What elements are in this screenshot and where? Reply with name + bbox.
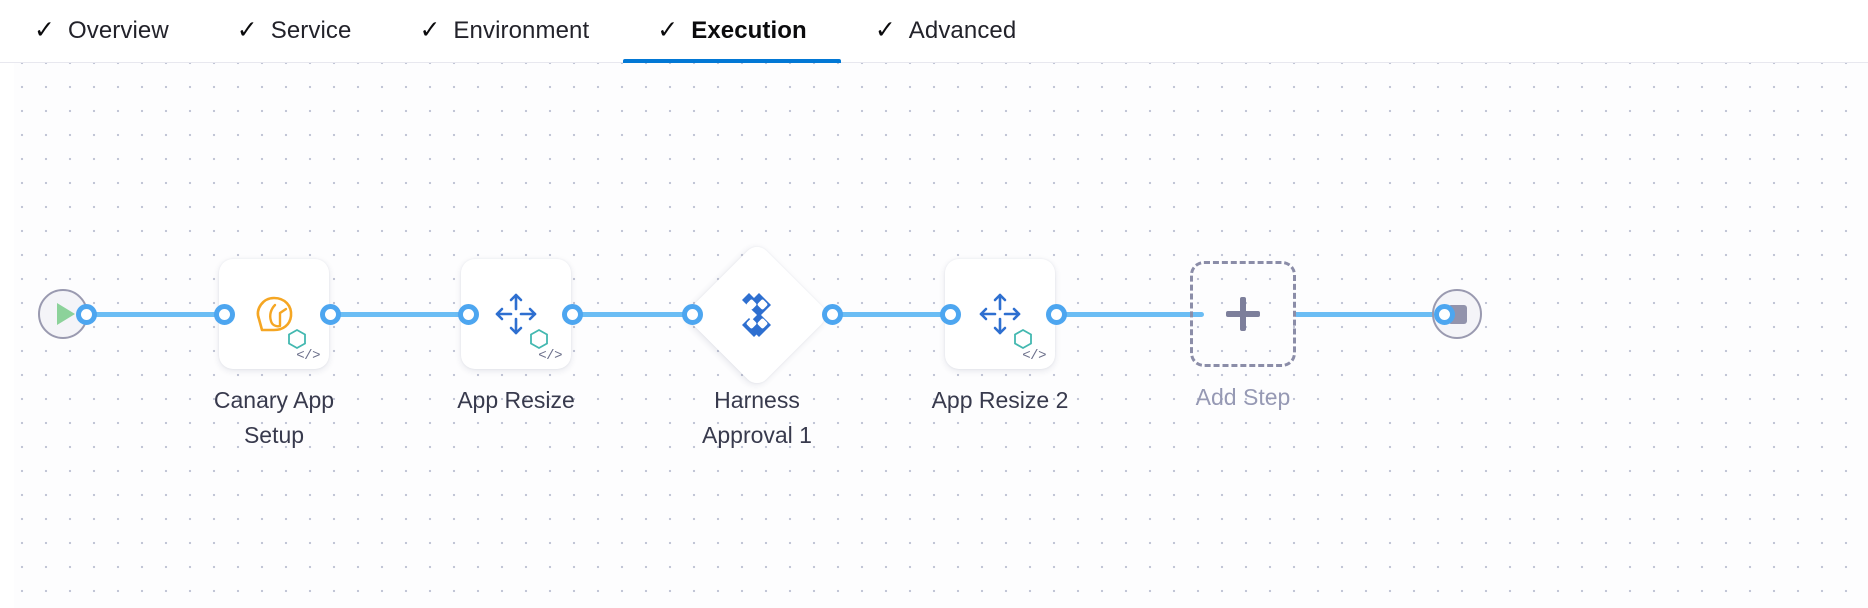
step-label-line1: App Resize	[457, 387, 575, 413]
port-resize2-in[interactable]	[940, 304, 961, 325]
tab-label: Overview	[67, 17, 169, 44]
step-label-line2: Approval 1	[702, 422, 812, 448]
step-label-canary-app-setup: Canary App Setup	[179, 383, 369, 453]
step-label-app-resize-2: App Resize 2	[905, 383, 1095, 418]
connector-start-to-canary	[84, 312, 232, 317]
resize-arrows-icon	[971, 285, 1032, 350]
code-yaml-icon[interactable]: </>	[538, 348, 562, 364]
check-icon: ✓	[419, 15, 441, 44]
step-label-line1: Harness	[714, 387, 800, 413]
step-label-app-resize: App Resize	[421, 383, 611, 418]
step-label-line1: App Resize 2	[931, 387, 1069, 413]
hexagon-status-badge	[528, 328, 549, 350]
execution-canvas[interactable]: </> Canary App Setup </> App Resize	[0, 63, 1868, 608]
play-icon	[56, 303, 75, 325]
tab-label: Execution	[691, 17, 807, 44]
canary-bird-icon	[245, 285, 306, 350]
step-node-canary-app-setup[interactable]: </>	[219, 259, 329, 369]
add-step-label-text: Add Step	[1195, 384, 1291, 410]
port-resize-in[interactable]	[458, 304, 479, 325]
tab-service[interactable]: ✓ Service	[203, 0, 386, 63]
pipeline-tab-bar: ✓ Overview ✓ Service ✓ Environment ✓ Exe…	[0, 0, 1868, 63]
resize-arrows-icon	[487, 285, 548, 350]
connector-resize-to-approval	[570, 312, 700, 317]
connector-resize2-to-addstep	[1054, 312, 1204, 317]
tab-label: Environment	[453, 17, 590, 44]
connector-addstep-to-end	[1294, 312, 1444, 317]
check-icon: ✓	[236, 15, 258, 44]
tab-environment[interactable]: ✓ Environment	[385, 0, 623, 63]
tab-label: Service	[270, 17, 352, 44]
port-approval-out[interactable]	[822, 304, 843, 325]
step-node-app-resize[interactable]: </>	[461, 259, 571, 369]
check-icon: ✓	[34, 15, 55, 44]
port-canary-in[interactable]	[214, 304, 235, 325]
tab-label: Advanced	[908, 17, 1017, 44]
port-resize2-out[interactable]	[1046, 304, 1067, 325]
hexagon-status-badge	[286, 328, 307, 350]
add-step-button[interactable]	[1190, 261, 1296, 367]
step-node-harness-approval-1[interactable]	[683, 241, 831, 389]
check-icon: ✓	[657, 15, 679, 44]
code-yaml-icon[interactable]: </>	[1022, 348, 1046, 364]
add-step-label: Add Step	[1148, 380, 1338, 415]
code-yaml-icon[interactable]: </>	[296, 348, 320, 364]
tab-overview[interactable]: ✓ Overview	[0, 0, 203, 63]
tab-execution[interactable]: ✓ Execution	[623, 0, 841, 63]
port-approval-in[interactable]	[682, 304, 703, 325]
step-node-app-resize-2[interactable]: </>	[945, 259, 1055, 369]
connector-canary-to-resize	[328, 312, 476, 317]
tab-active-underline	[623, 58, 841, 63]
check-icon: ✓	[874, 15, 896, 44]
tab-advanced[interactable]: ✓ Advanced	[841, 0, 1051, 63]
connector-layer	[0, 63, 1868, 608]
port-end-in[interactable]	[1434, 304, 1455, 325]
port-canary-out[interactable]	[320, 304, 341, 325]
plus-icon	[1226, 297, 1260, 331]
connector-approval-to-resize2	[830, 312, 960, 317]
hexagon-status-badge	[1012, 328, 1033, 350]
step-label-line2: Setup	[243, 422, 305, 448]
port-resize-out[interactable]	[562, 304, 583, 325]
harness-logo-icon	[730, 288, 784, 342]
step-label-harness-approval-1: Harness Approval 1	[662, 383, 852, 453]
port-start-out[interactable]	[76, 304, 97, 325]
step-label-line1: Canary App	[213, 387, 335, 413]
